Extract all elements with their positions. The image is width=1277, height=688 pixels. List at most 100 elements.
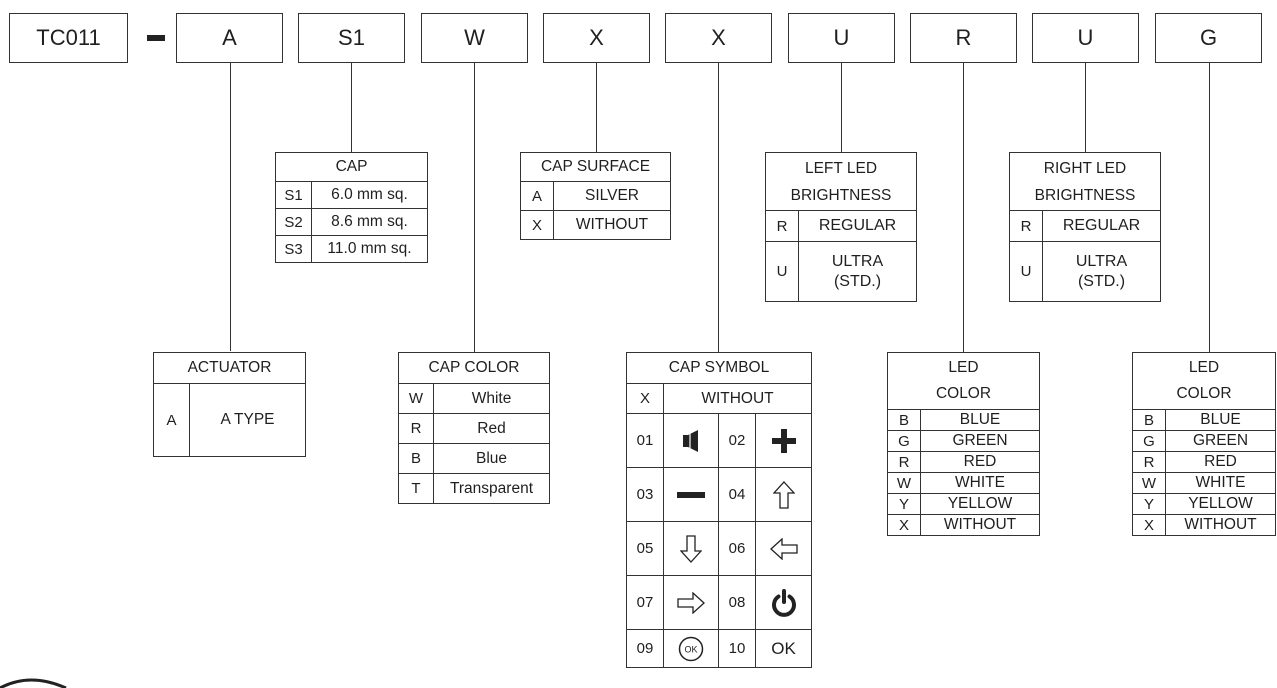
right-led-color-label: WITHOUT (1165, 514, 1276, 536)
right-led-brightness-title-line1: RIGHT LED (1043, 159, 1127, 177)
code-segment-cap: S1 (298, 13, 405, 63)
code-segment-left-led-color: R (910, 13, 1017, 63)
speaker-icon (663, 413, 719, 468)
right-led-brightness-code: U (1009, 241, 1043, 302)
cap-symbol-code: 07 (626, 575, 664, 630)
cap-surface-label: WITHOUT (553, 210, 671, 240)
right-led-color-label: WHITE (1165, 472, 1276, 494)
cap-symbol-code: 05 (626, 521, 664, 576)
connector-cap (351, 63, 352, 152)
right-led-color-code: W (1132, 472, 1166, 494)
left-led-color-title-line2: COLOR (935, 385, 992, 402)
cap-symbol-label: WITHOUT (663, 383, 812, 414)
connector-left-led-brightness (841, 63, 842, 152)
plus-icon (755, 413, 812, 468)
cap-color-label: Red (433, 413, 550, 444)
connector-cap-symbol (718, 63, 719, 352)
cap-symbol-code: 09 (626, 629, 664, 668)
right-led-brightness-code: R (1009, 210, 1043, 242)
code-segment-left-led-brightness: U (788, 13, 895, 63)
left-led-color-code: G (887, 430, 921, 452)
cap-symbol-code: 10 (718, 629, 756, 668)
code-segment-cap-color: W (421, 13, 528, 63)
minus-icon (663, 467, 719, 522)
left-led-color-label: YELLOW (920, 493, 1040, 515)
right-led-brightness-title: RIGHT LED BRIGHTNESS (1009, 152, 1161, 211)
cap-color-code: W (398, 383, 434, 414)
cap-surface-table-title: CAP SURFACE (520, 152, 671, 182)
right-led-color-label: GREEN (1165, 430, 1276, 452)
separator-dash (147, 35, 165, 41)
left-led-color-label: GREEN (920, 430, 1040, 452)
left-led-color-code: Y (887, 493, 921, 515)
left-led-std-label: (STD.) (833, 272, 882, 290)
svg-text:OK: OK (684, 644, 697, 654)
cap-code: S1 (275, 181, 312, 209)
cap-color-code: B (398, 443, 434, 474)
right-led-color-title-line2: COLOR (1176, 385, 1232, 402)
code-segment-right-led-brightness: U (1032, 13, 1139, 63)
arrow-left-icon (755, 521, 812, 576)
right-led-ultra-label: ULTRA (1075, 252, 1128, 270)
connector-actuator (230, 63, 231, 351)
left-led-brightness-code: R (765, 210, 799, 242)
cap-size: 11.0 mm sq. (311, 235, 428, 263)
cap-symbol-code: 06 (718, 521, 756, 576)
arrow-up-icon (755, 467, 812, 522)
left-led-brightness-label: ULTRA(STD.) (798, 241, 917, 302)
left-led-color-code: R (887, 451, 921, 473)
right-led-color-code: R (1132, 451, 1166, 473)
connector-right-led-color (1209, 63, 1210, 352)
cap-symbol-code: 04 (718, 467, 756, 522)
connector-cap-color (474, 63, 475, 352)
cap-size: 6.0 mm sq. (311, 181, 428, 209)
cap-color-label: White (433, 383, 550, 414)
right-led-color-code: G (1132, 430, 1166, 452)
cap-color-table-title: CAP COLOR (398, 352, 550, 384)
left-led-color-label: WITHOUT (920, 514, 1040, 536)
connector-left-led-color (963, 63, 964, 352)
cap-size: 8.6 mm sq. (311, 208, 428, 236)
cap-symbol-table-title: CAP SYMBOL (626, 352, 812, 384)
cap-color-code: T (398, 473, 434, 504)
cap-surface-label: SILVER (553, 181, 671, 211)
connector-right-led-brightness (1085, 63, 1086, 152)
part-number-prefix: TC011 (9, 13, 128, 63)
right-led-color-label: YELLOW (1165, 493, 1276, 515)
right-led-color-code: Y (1132, 493, 1166, 515)
corner-arc-decoration (0, 678, 67, 688)
actuator-table-title: ACTUATOR (153, 352, 306, 384)
right-led-brightness-label: REGULAR (1042, 210, 1161, 242)
cap-color-label: Blue (433, 443, 550, 474)
code-segment-right-led-color: G (1155, 13, 1262, 63)
code-segment-cap-surface: X (543, 13, 650, 63)
ok-text-icon: OK (755, 629, 812, 668)
left-led-color-code: X (887, 514, 921, 536)
right-led-color-code: X (1132, 514, 1166, 536)
right-led-brightness-label: ULTRA(STD.) (1042, 241, 1161, 302)
left-led-color-label: BLUE (920, 409, 1040, 431)
left-led-brightness-title-line2: BRIGHTNESS (790, 186, 892, 204)
arrow-right-icon (663, 575, 719, 630)
cap-symbol-code: 08 (718, 575, 756, 630)
cap-symbol-code: X (626, 383, 664, 414)
power-icon (755, 575, 812, 630)
actuator-label: A TYPE (189, 383, 306, 457)
right-led-color-label: BLUE (1165, 409, 1276, 431)
ok-circle-icon: OK (663, 629, 719, 668)
right-led-brightness-title-line2: BRIGHTNESS (1034, 186, 1136, 204)
cap-code: S2 (275, 208, 312, 236)
connector-cap-surface (596, 63, 597, 152)
code-segment-actuator: A (176, 13, 283, 63)
